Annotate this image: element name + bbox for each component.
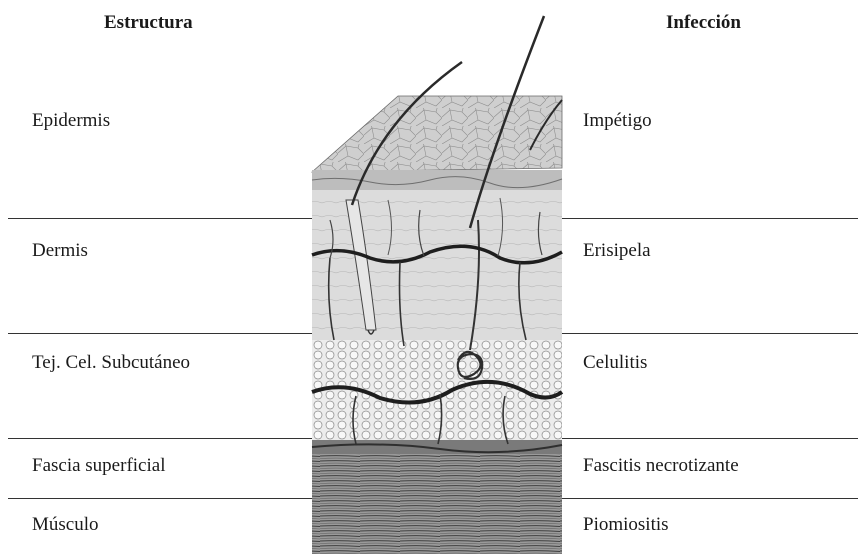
divider-right-1 [560,218,858,219]
divider-right-3 [560,438,858,439]
infection-label-necrotizing-fasciitis: Fascitis necrotizante [583,455,739,477]
structure-label-muscle: Músculo [32,514,99,536]
infection-header: Infección [666,12,741,34]
divider-right-4 [560,498,858,499]
infection-label-impetigo: Impétigo [583,110,652,132]
divider-left-2 [8,333,312,334]
divider-left-4 [8,498,312,499]
infection-label-pyomyositis: Piomiositis [583,514,669,536]
infection-label-erysipelas: Erisipela [583,240,651,262]
structure-label-subcutaneous: Tej. Cel. Subcutáneo [32,352,190,374]
infection-label-cellulitis: Celulitis [583,352,647,374]
divider-left-1 [8,218,312,219]
structure-label-dermis: Dermis [32,240,88,262]
skin-cross-section-illustration [300,0,570,554]
structure-header: Estructura [104,12,193,34]
structure-label-epidermis: Epidermis [32,110,110,132]
divider-right-2 [560,333,858,334]
divider-left-3 [8,438,312,439]
structure-label-fascia: Fascia superficial [32,455,165,477]
